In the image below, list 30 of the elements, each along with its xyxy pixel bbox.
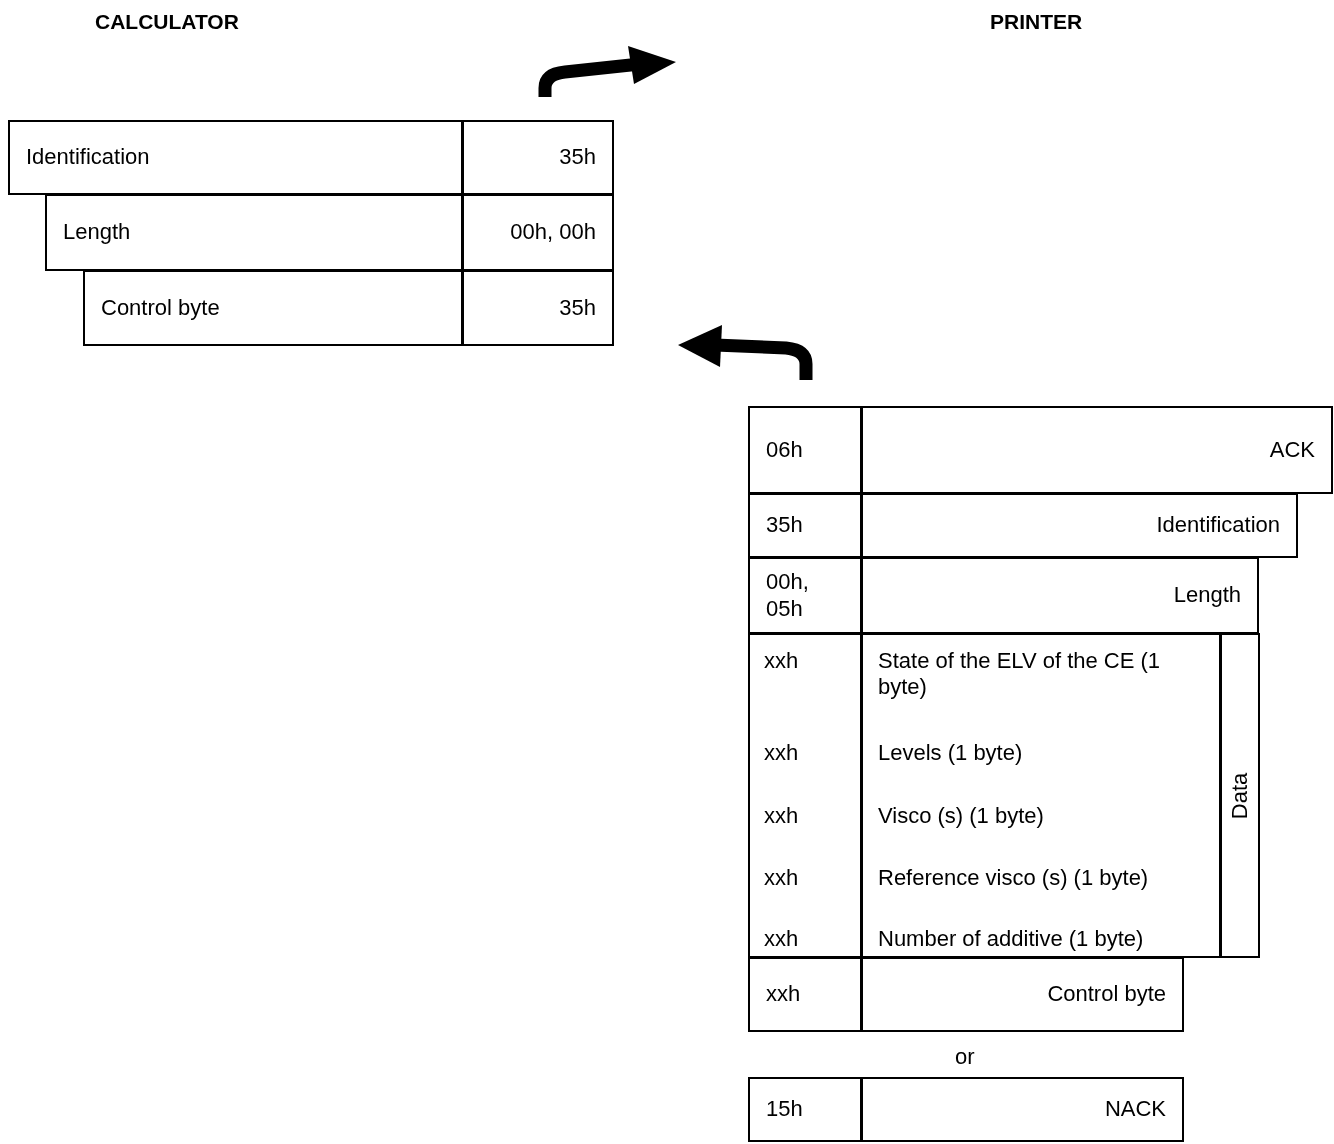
table-cell: 15h bbox=[748, 1077, 862, 1142]
table-cell: Identification bbox=[861, 493, 1298, 558]
table-cell: NACK bbox=[861, 1077, 1184, 1142]
table-cell: Length bbox=[45, 194, 463, 271]
field-text: xxh bbox=[764, 648, 800, 675]
table-cell: xxh bbox=[748, 957, 862, 1032]
table-cell: Control byte bbox=[83, 270, 463, 346]
table-cell: ACK bbox=[861, 406, 1333, 494]
table-cell: 00h, 00h bbox=[462, 194, 614, 271]
field-text: xxh bbox=[764, 926, 800, 953]
field-text: Reference visco (s) (1 byte) bbox=[878, 865, 1150, 892]
table-cell: Identification bbox=[8, 120, 463, 195]
field-text: xxh bbox=[764, 740, 800, 767]
field-text: Visco (s) (1 byte) bbox=[878, 803, 1045, 830]
field-text: Number of additive (1 byte) bbox=[878, 926, 1145, 953]
column-heading: CALCULATOR bbox=[95, 10, 239, 34]
table-cell: 00h, 05h bbox=[748, 557, 862, 634]
field-text: xxh bbox=[764, 803, 800, 830]
column-heading: PRINTER bbox=[990, 10, 1083, 34]
field-text: Levels (1 byte) bbox=[878, 740, 1024, 767]
table-cell: Length bbox=[861, 557, 1259, 634]
table-cell: 35h bbox=[748, 493, 862, 558]
field-text: xxh bbox=[764, 865, 800, 892]
table-cell: 35h bbox=[462, 270, 614, 346]
field-text: or bbox=[955, 1044, 976, 1071]
table-cell: Control byte bbox=[861, 957, 1184, 1032]
field-text: State of the ELV of the CE (1 byte) bbox=[878, 648, 1162, 701]
table-cell: 06h bbox=[748, 406, 862, 494]
vertical-text: Data bbox=[1227, 772, 1253, 819]
table-cell: 35h bbox=[462, 120, 614, 195]
